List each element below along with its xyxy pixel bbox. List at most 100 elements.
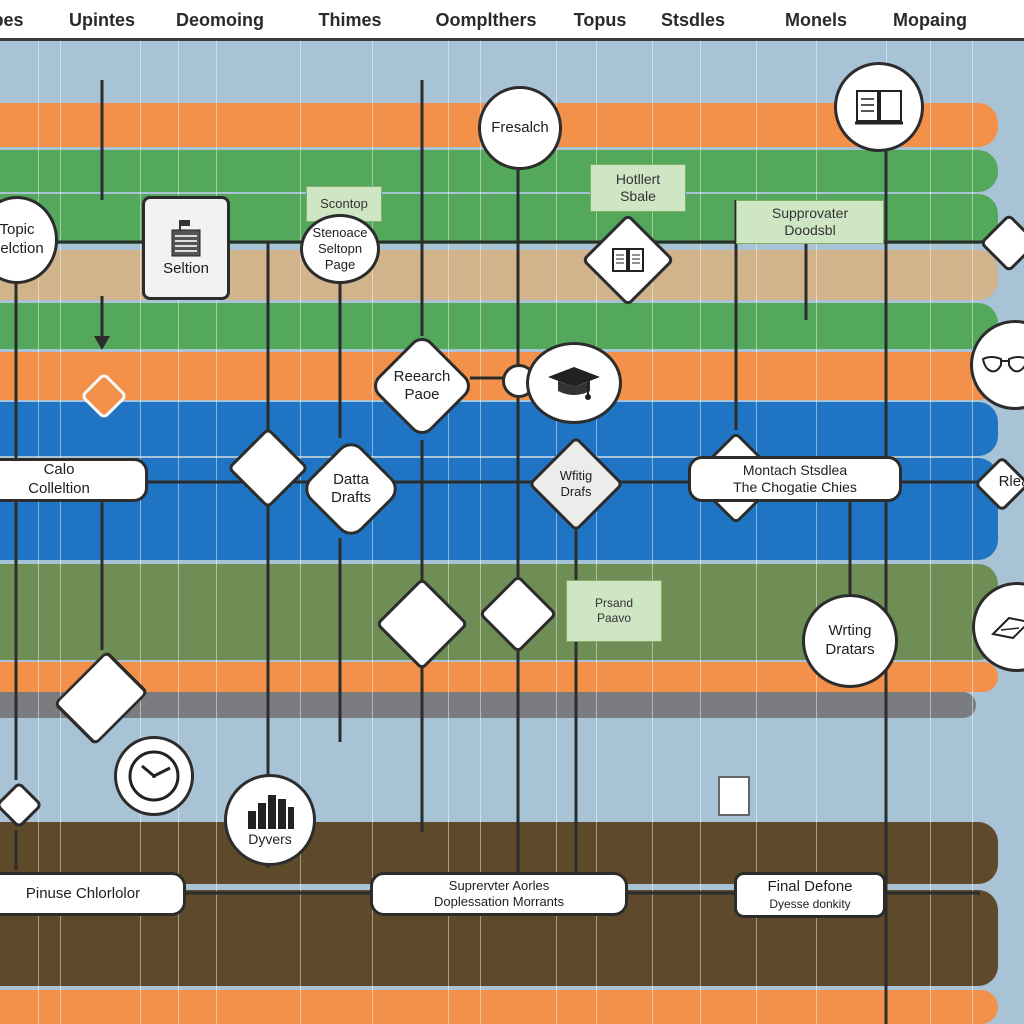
band-orange-2 — [0, 352, 998, 400]
grid-line — [756, 38, 757, 1024]
blank-diamond-lower-left[interactable] — [374, 576, 470, 672]
node-label: Suprervter Aorles — [448, 877, 550, 893]
grid-line — [972, 38, 973, 1024]
graduation-node[interactable] — [526, 342, 622, 424]
node-label: Wfitig — [559, 468, 593, 484]
diamond-label: Datta Drafts — [331, 471, 371, 507]
graduation-cap-icon — [544, 363, 604, 403]
phase-checklist-node[interactable]: Pinuse Chlorlolor — [0, 872, 186, 916]
node-label: Paoe — [404, 386, 440, 403]
node-label: Pinuse Chlorlolor — [25, 884, 141, 902]
diamond-shape — [79, 371, 129, 421]
right-top-diamond[interactable] — [978, 212, 1024, 274]
band-green-3 — [0, 303, 998, 349]
grid-line — [140, 38, 141, 1024]
research-page-diamond[interactable]: Reearch Paoe — [368, 330, 476, 442]
selection-box-node[interactable]: Seltion — [142, 196, 230, 300]
diamond-label: Reearch Paoe — [394, 368, 451, 404]
node-label: Colleltion — [28, 480, 90, 497]
column-header: Mopaing — [893, 10, 967, 30]
node-label: The Chogatie Chies — [733, 479, 857, 495]
writing-drafts-node[interactable]: Wrting Dratars — [802, 594, 898, 688]
grid-line — [816, 38, 817, 1024]
writing-drafts-diamond[interactable]: Wfitig Drafs — [524, 435, 628, 533]
divers-chart-node[interactable]: Dyvers — [224, 774, 316, 866]
node-label: Reearch — [393, 368, 451, 385]
node-label: Final Defone — [767, 878, 853, 896]
selection-page-node[interactable]: Stenoace Seltopn Page — [300, 214, 380, 284]
band-orange-4 — [0, 990, 998, 1024]
right-edge-label: Rlea — [994, 472, 1024, 492]
diamond-shape — [226, 426, 310, 510]
montack-node[interactable]: Montach Stsdlea The Chogatie Chies — [688, 456, 902, 502]
blank-diamond-lower-right[interactable] — [478, 574, 558, 654]
clock-icon — [126, 748, 182, 804]
node-label: Dyvers — [248, 831, 292, 848]
column-header: Topus — [573, 10, 627, 30]
supervisor-bottom-node[interactable]: Suprervter Aorles Doplessation Morrants — [370, 872, 628, 916]
note-label: Hotllert — [615, 170, 661, 187]
diamond-shape — [478, 574, 558, 654]
book-decision-diamond[interactable] — [580, 213, 676, 307]
node-label: Fresalch — [491, 118, 549, 136]
grid-line — [652, 38, 653, 1024]
column-header: Deomoing — [176, 10, 264, 30]
grid-line — [480, 38, 481, 1024]
data-collection-node[interactable]: Calo Colleltion — [0, 458, 148, 502]
note-label: Supprovater — [771, 204, 849, 221]
band-gray-1 — [0, 692, 976, 718]
grid-line — [60, 38, 61, 1024]
node-label: Topic — [0, 221, 35, 239]
hotlert-note: Hotllert Sbale — [590, 164, 686, 212]
node-label: Montach Stsdlea — [742, 461, 848, 478]
column-header: Oomplthers — [435, 10, 537, 30]
page-icon-node — [718, 776, 750, 816]
node-label: Wrting — [828, 622, 872, 640]
grid-line — [930, 38, 931, 1024]
bar-chart-icon — [244, 791, 296, 831]
grid-line — [300, 38, 301, 1024]
grid-line — [556, 38, 557, 1024]
fresearch-node[interactable]: Fresalch — [478, 86, 562, 170]
document-icon — [166, 218, 206, 260]
clock-node[interactable] — [114, 736, 194, 816]
book-icon — [611, 245, 645, 275]
column-header: Stsdles — [660, 10, 726, 30]
grid-line — [596, 38, 597, 1024]
band-blue-1 — [0, 402, 998, 456]
node-label: Page — [324, 257, 356, 273]
column-header-bar: pes Upintes Deomoing Thimes Oomplthers T… — [0, 0, 1024, 41]
large-left-diamond[interactable] — [53, 644, 149, 752]
column-header: Monels — [784, 10, 848, 30]
orange-decision-diamond[interactable] — [79, 371, 129, 421]
final-defense-node[interactable]: Final Defone Dyesse donkity — [734, 872, 886, 918]
note-label: Sbale — [620, 188, 656, 204]
node-label: Seltion — [163, 259, 209, 277]
node-label: Datta — [333, 471, 369, 488]
grid-line — [216, 38, 217, 1024]
grid-line — [372, 38, 373, 1024]
node-label: Calo — [43, 461, 75, 479]
node-label: Stenoace — [312, 224, 368, 240]
note-label: Doodsbl — [784, 222, 836, 238]
node-label: Doplessation Morrants — [433, 894, 565, 909]
document-icon — [991, 612, 1024, 642]
column-header: Thimes — [318, 10, 382, 30]
grid-line — [178, 38, 179, 1024]
diamond-label: Wfitig Drafs — [560, 468, 593, 499]
data-drafts-diamond[interactable]: Datta Drafts — [298, 436, 404, 542]
grid-line — [448, 38, 449, 1024]
scontop-note: Scontop — [306, 186, 382, 222]
supervisor-note: Supprovater Doodsbl — [736, 200, 884, 244]
column-header: Upintes — [68, 10, 136, 30]
node-label: Seltopn — [317, 240, 363, 256]
note-label: Scontop — [320, 195, 368, 211]
node-label: Drafs — [560, 484, 592, 499]
book-icon-node[interactable] — [834, 62, 924, 152]
diamond-shape — [375, 577, 469, 671]
book-icon — [853, 87, 905, 127]
diamond-shape — [0, 780, 44, 830]
small-left-diamond[interactable] — [0, 780, 44, 830]
grid-line — [38, 38, 39, 1024]
